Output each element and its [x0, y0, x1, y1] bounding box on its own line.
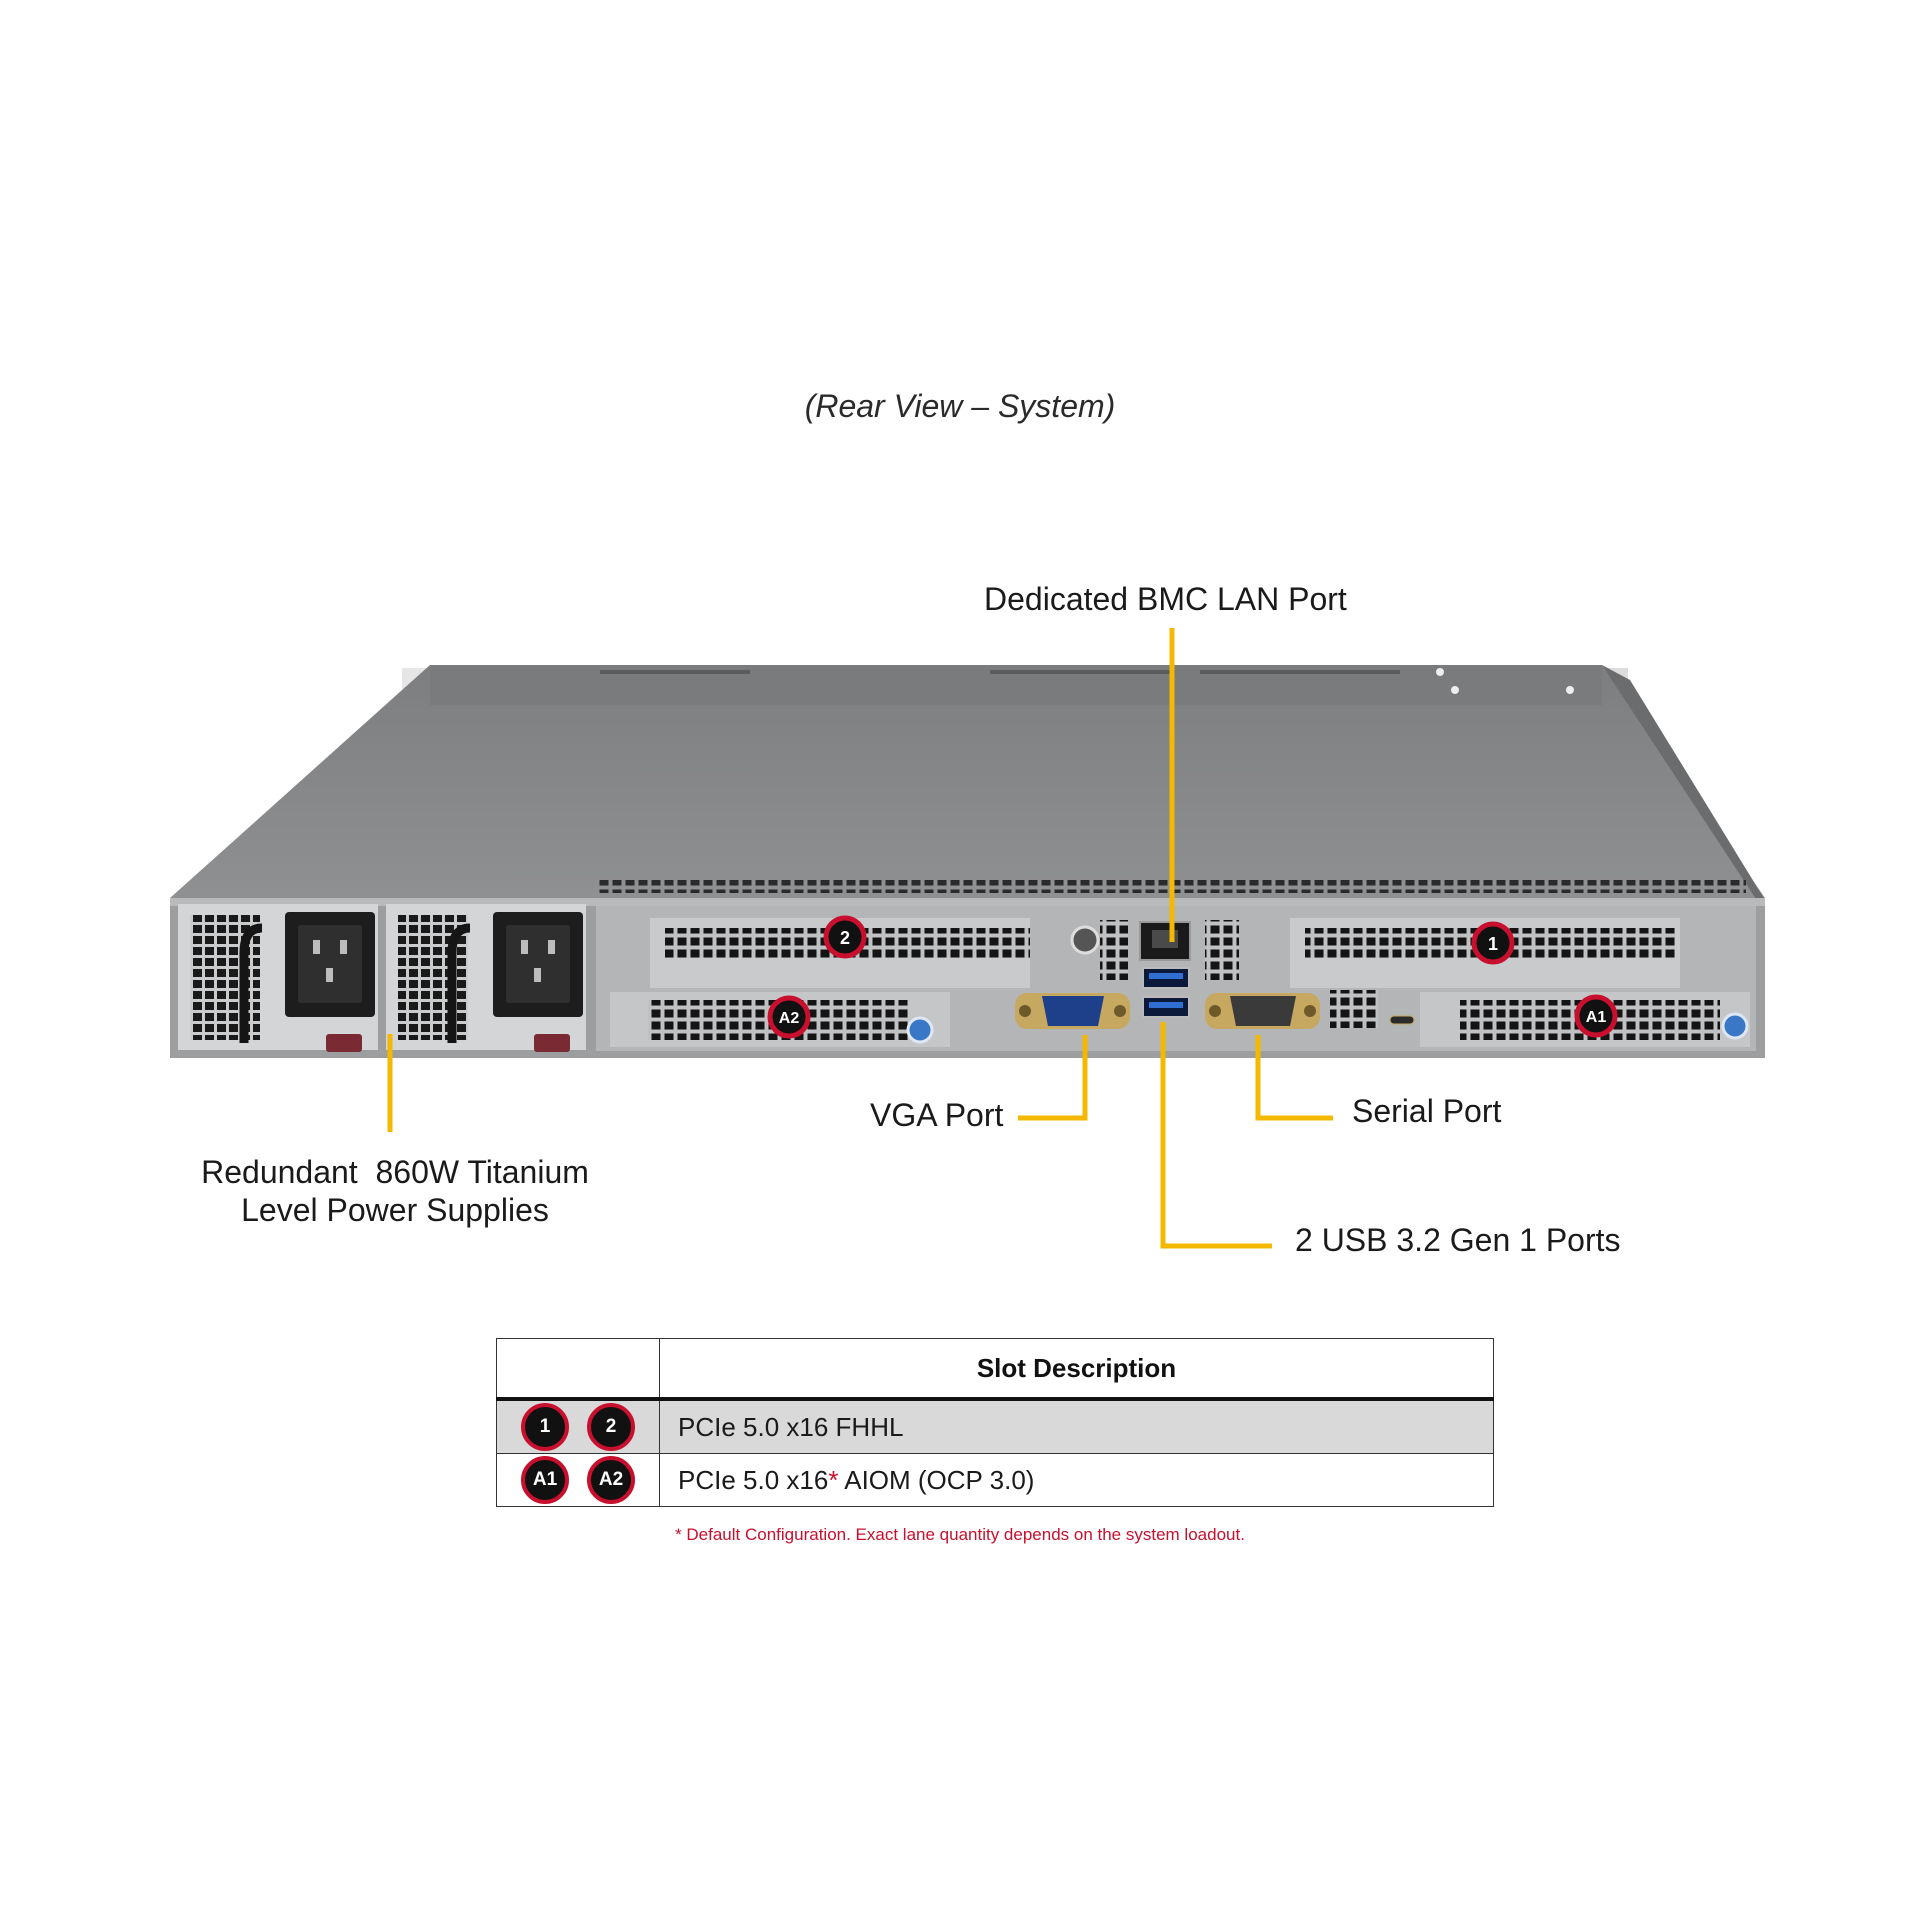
footnote: * Default Configuration. Exact lane quan…	[675, 1525, 1245, 1544]
desc-text: PCIe 5.0 x16	[678, 1464, 829, 1495]
callout-power-supplies-line1: Redundant 860W Titanium	[201, 1154, 589, 1190]
table-header-row: Slot Description	[496, 1338, 1494, 1401]
callout-usb-ports: 2 USB 3.2 Gen 1 Ports	[1295, 1222, 1621, 1258]
slot-badge-a1: A1	[521, 1456, 569, 1504]
slot-marker-a1: A1	[1574, 994, 1618, 1038]
slot-marker-a2: A2	[767, 995, 811, 1039]
leader-lines	[387, 628, 1333, 1249]
power-supply-2	[386, 904, 586, 1052]
callout-power-supplies: Redundant 860W Titanium Level Power Supp…	[190, 1153, 600, 1229]
slot-marker-2: 2	[823, 915, 867, 959]
desc-suffix: AIOM (OCP 3.0)	[838, 1464, 1035, 1495]
table-header-empty	[496, 1338, 660, 1401]
slot-marker-a1-label: A1	[1586, 1009, 1607, 1026]
callout-power-supplies-line2: Level Power Supplies	[241, 1192, 549, 1228]
slot-marker-1-label: 1	[1488, 934, 1498, 954]
leader-vga	[1018, 1035, 1088, 1121]
table-row: A1 A2 PCIe 5.0 x16* AIOM (OCP 3.0)	[496, 1453, 1494, 1507]
slot-badge-2: 2	[587, 1403, 635, 1451]
callout-vga-port: VGA Port	[870, 1097, 1004, 1133]
view-title: (Rear View – System)	[804, 388, 1116, 424]
table-row-description: PCIe 5.0 x16* AIOM (OCP 3.0)	[659, 1453, 1494, 1507]
desc-text: PCIe 5.0 x16 FHHL	[678, 1411, 904, 1442]
callout-serial-port: Serial Port	[1352, 1093, 1502, 1129]
desc-asterisk: *	[828, 1464, 839, 1495]
slot-badge-a2: A2	[587, 1456, 635, 1504]
leader-usb	[1160, 1022, 1272, 1249]
chassis-top-cover	[170, 665, 1765, 905]
leader-serial	[1255, 1035, 1333, 1121]
slot-marker-2-label: 2	[840, 928, 850, 948]
slot-marker-a2-label: A2	[779, 1010, 800, 1027]
callout-bmc-lan-port: Dedicated BMC LAN Port	[984, 581, 1347, 617]
table-row-description: PCIe 5.0 x16 FHHL	[659, 1398, 1494, 1454]
table-header-slot-description: Slot Description	[659, 1338, 1494, 1401]
table-row-badges: A1 A2	[496, 1453, 660, 1507]
slot-badge-1: 1	[521, 1403, 569, 1451]
slot-marker-1: 1	[1471, 921, 1515, 965]
power-supply-1	[178, 904, 378, 1052]
